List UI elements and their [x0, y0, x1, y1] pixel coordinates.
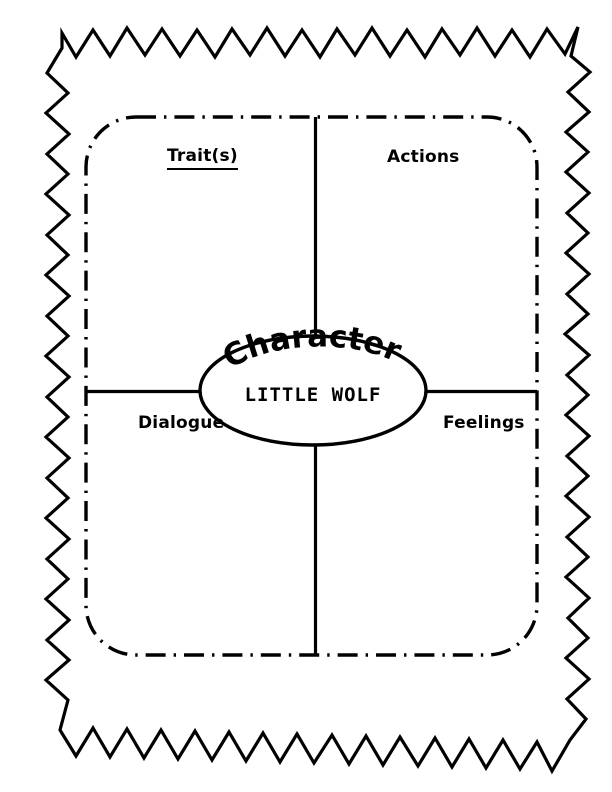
quadrant-label-dialogue: Dialogue: [138, 413, 225, 433]
dash-dot-panel: [84, 115, 539, 657]
quadrant-label-actions: Actions: [387, 147, 460, 167]
quadrant-label-feelings: Feelings: [443, 413, 525, 433]
zigzag-frame: [43, 25, 593, 775]
character-subject-name: LITTLE WOLF: [244, 384, 382, 406]
quadrant-label-traits: Trait(s): [167, 148, 238, 170]
character-oval: [198, 334, 428, 447]
